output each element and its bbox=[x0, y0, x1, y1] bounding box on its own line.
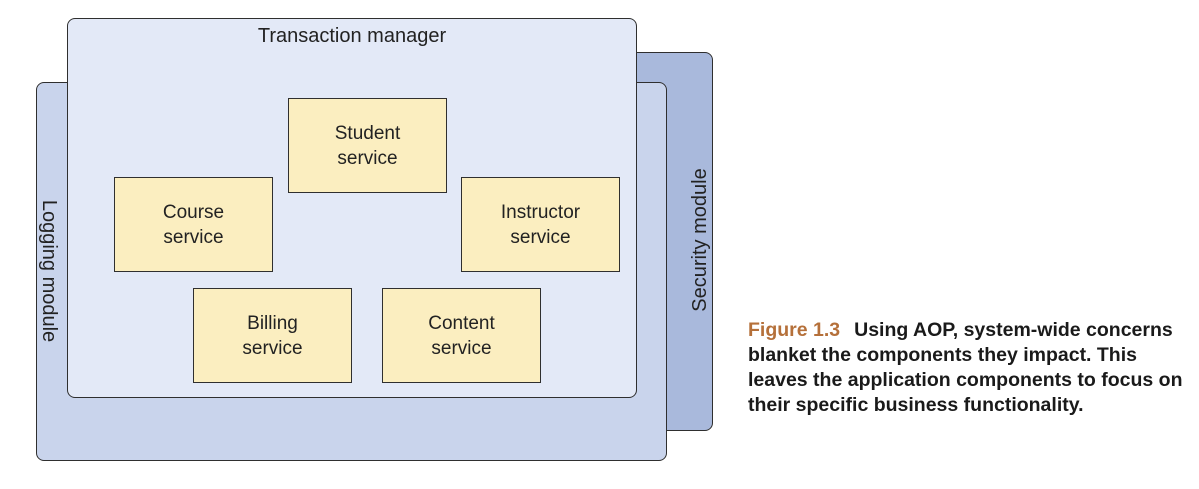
student-service-box: Student service bbox=[288, 98, 447, 193]
instructor-service-box: Instructor service bbox=[461, 177, 620, 272]
instructor-service-label: Instructor service bbox=[500, 201, 581, 248]
billing-service-label: Billing service bbox=[242, 312, 303, 359]
student-service-label: Student service bbox=[334, 122, 401, 169]
billing-service-box: Billing service bbox=[193, 288, 352, 383]
security-module-label: Security module bbox=[689, 168, 711, 312]
transaction-manager-label: Transaction manager bbox=[257, 25, 447, 47]
course-service-box: Course service bbox=[114, 177, 273, 272]
logging-module-label: Logging module bbox=[38, 199, 60, 343]
figure-caption-label: Figure 1.3 bbox=[748, 319, 841, 341]
content-service-box: Content service bbox=[382, 288, 541, 383]
figure-caption-text: Using AOP, system-wide concerns blanket … bbox=[748, 319, 1183, 416]
content-service-label: Content service bbox=[428, 312, 495, 359]
course-service-label: Course service bbox=[162, 201, 225, 248]
